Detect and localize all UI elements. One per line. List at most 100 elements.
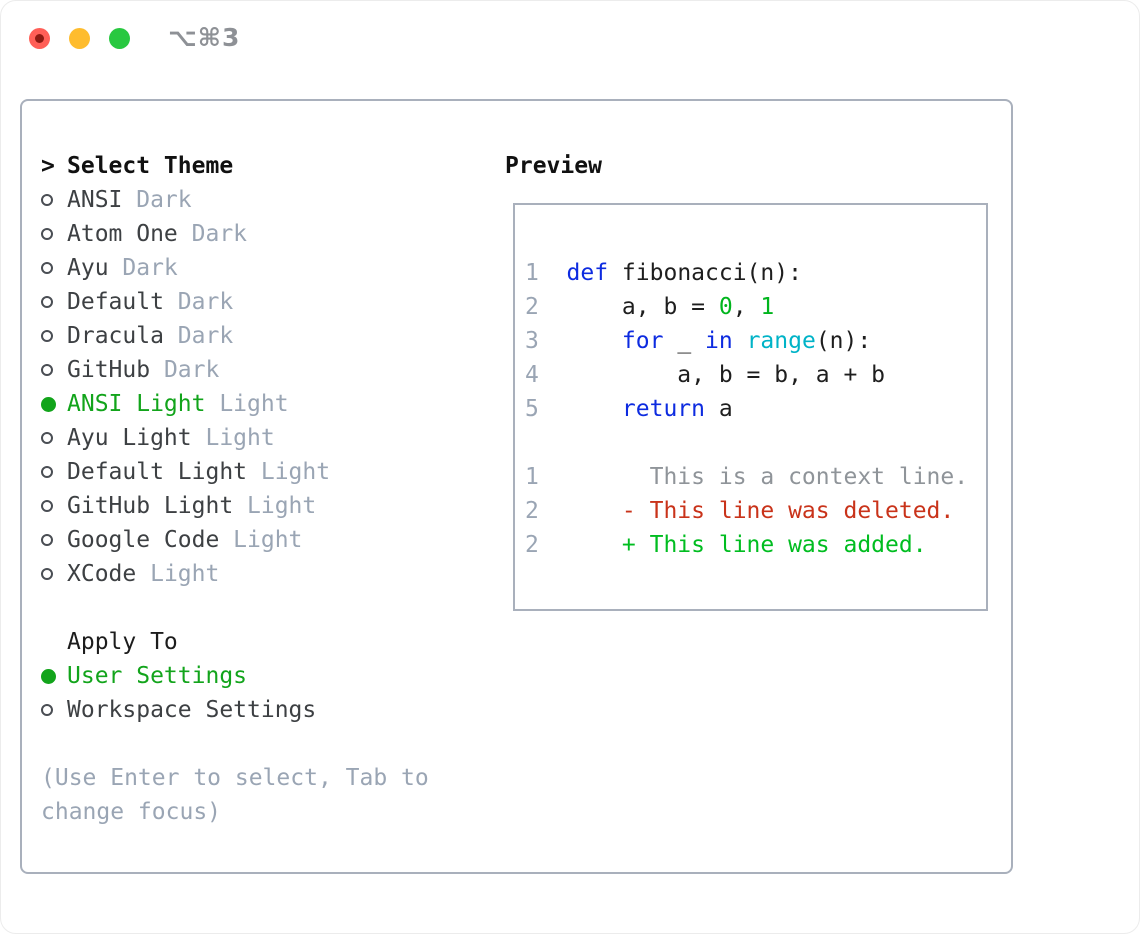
- line-number: 2: [525, 498, 539, 524]
- theme-option-github[interactable]: GitHub Dark: [41, 353, 429, 387]
- theme-option-github-light[interactable]: GitHub Light Light: [41, 489, 429, 523]
- code-token: fibonacci(n):: [608, 260, 802, 286]
- theme-option-label: XCode: [67, 561, 137, 587]
- code-token: in: [705, 328, 733, 354]
- blank-line: [525, 426, 968, 460]
- theme-variant-label: Dark: [177, 323, 234, 349]
- theme-option-default[interactable]: Default Dark: [41, 285, 429, 319]
- theme-option-label: GitHub Light: [67, 493, 234, 519]
- code-token: a, b = b, a + b: [566, 362, 886, 388]
- window-shortcut-label: ⌥⌘3: [168, 23, 241, 52]
- theme-variant-label: Light: [260, 459, 331, 485]
- preview-title: Preview: [505, 153, 602, 179]
- maximize-button[interactable]: [109, 28, 130, 49]
- line-number: 1: [525, 464, 539, 490]
- apply-to-title: Apply To: [67, 629, 178, 655]
- code-token: - This line was deleted.: [566, 498, 955, 524]
- code-token: 0: [718, 294, 733, 320]
- close-dot-icon: [35, 34, 44, 43]
- theme-option-ansi[interactable]: ANSI Dark: [41, 183, 429, 217]
- theme-option-label: ANSI: [67, 187, 123, 213]
- code-token: [733, 328, 747, 354]
- code-token: return: [621, 396, 706, 422]
- code-token: 1: [760, 294, 775, 320]
- code-line: 2 a, b = 0, 1: [525, 290, 968, 324]
- code-line: 5 return a: [525, 392, 968, 426]
- code-line: 4 a, b = b, a + b: [525, 358, 968, 392]
- theme-variant-label: Light: [233, 527, 303, 553]
- code-token: ,: [732, 294, 761, 320]
- code-line: 3 for _ in range(n):: [525, 324, 968, 358]
- theme-option-label: GitHub: [67, 357, 151, 383]
- theme-variant-label: Light: [219, 391, 289, 417]
- radio-icon: [41, 432, 67, 444]
- line-number: 4: [525, 362, 539, 388]
- theme-variant-label: Dark: [163, 357, 220, 383]
- theme-picker-title: Select Theme: [67, 153, 234, 179]
- theme-variant-label: Dark: [177, 289, 234, 315]
- line-number: 3: [525, 328, 539, 354]
- code-token: [567, 396, 622, 422]
- radio-icon: [41, 704, 67, 716]
- radio-icon: [41, 296, 67, 308]
- radio-icon: [41, 364, 67, 376]
- theme-variant-label: Dark: [136, 187, 192, 213]
- theme-option-dracula[interactable]: Dracula Dark: [41, 319, 429, 353]
- radio-selected-icon: [41, 396, 67, 412]
- radio-icon: [41, 228, 67, 240]
- window-titlebar: ⌥⌘3: [1, 1, 1139, 71]
- radio-icon: [41, 568, 67, 580]
- theme-option-label: Ayu: [67, 255, 109, 281]
- theme-option-label: Dracula: [67, 323, 164, 349]
- selection-cursor-icon: >: [41, 153, 55, 179]
- line-number: 2: [525, 532, 539, 558]
- theme-picker-header: > Select Theme: [41, 149, 429, 183]
- line-number: 1: [525, 260, 539, 286]
- code-token: [567, 328, 622, 354]
- code-token: a, b =: [566, 294, 719, 320]
- theme-variant-label: Light: [205, 425, 275, 451]
- spacer-row: [41, 727, 429, 761]
- code-token: def: [566, 260, 609, 286]
- radio-selected-icon: [41, 668, 67, 684]
- radio-icon: [41, 330, 67, 342]
- theme-option-ansi-light[interactable]: ANSI Light Light: [41, 387, 429, 421]
- apply-option-label: Workspace Settings: [67, 697, 317, 723]
- added-line: 2 + This line was added.: [525, 528, 968, 562]
- code-token: _: [663, 328, 706, 354]
- code-token: + This line was added.: [566, 532, 927, 558]
- theme-variant-label: Light: [247, 493, 317, 519]
- spacer-row: [41, 591, 429, 625]
- apply-option-label: User Settings: [67, 663, 248, 689]
- line-number: 5: [525, 396, 539, 422]
- code-token: a: [705, 396, 733, 422]
- code-token: (n):: [815, 328, 872, 354]
- radio-icon: [41, 500, 67, 512]
- minimize-button[interactable]: [69, 28, 90, 49]
- close-button[interactable]: [29, 28, 50, 49]
- radio-icon: [41, 194, 67, 206]
- context-line: 1 This is a context line.: [525, 460, 968, 494]
- apply-to-header: Apply To: [41, 625, 429, 659]
- apply-option-workspace-settings[interactable]: Workspace Settings: [41, 693, 429, 727]
- code-token: for: [621, 328, 664, 354]
- theme-option-label: Default: [67, 289, 164, 315]
- theme-option-label: Atom One: [67, 221, 178, 247]
- apply-option-user-settings[interactable]: User Settings: [41, 659, 429, 693]
- theme-option-default-light[interactable]: Default Light Light: [41, 455, 429, 489]
- theme-option-label: Default Light: [67, 459, 248, 485]
- code-line: 1 def fibonacci(n):: [525, 256, 968, 290]
- theme-option-label: ANSI Light: [67, 391, 206, 417]
